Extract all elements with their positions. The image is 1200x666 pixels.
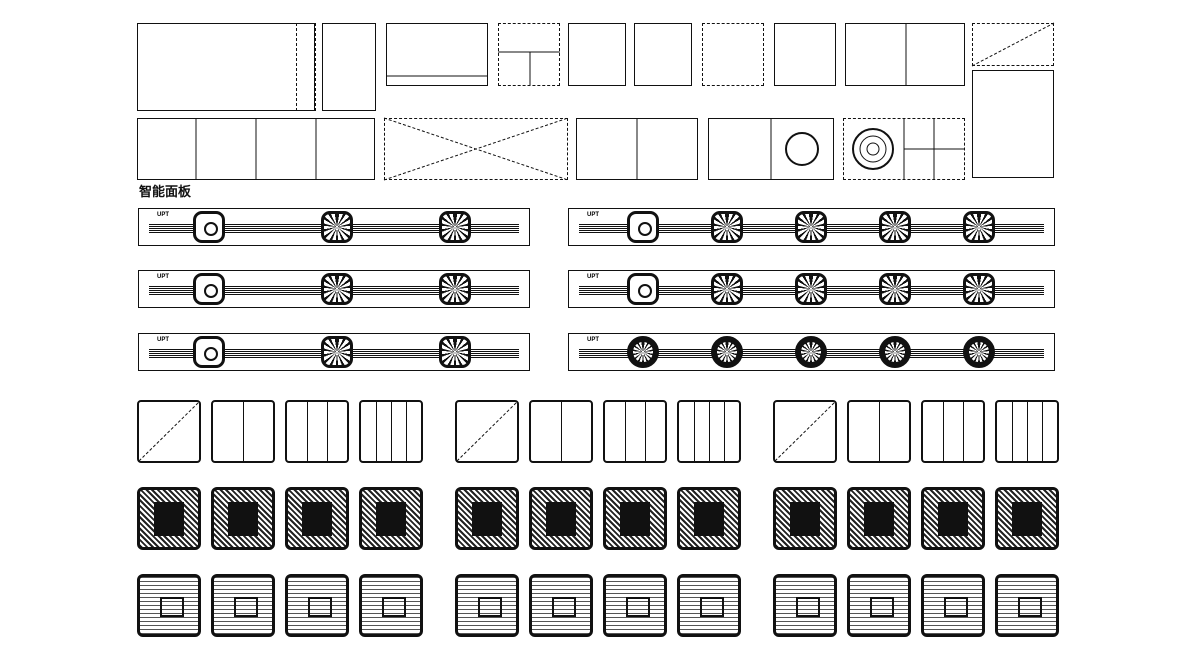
switch-knob-icon bbox=[321, 211, 353, 243]
panel-label: UPT bbox=[587, 212, 599, 218]
switch-knob-icon bbox=[439, 336, 471, 368]
smart-panel: UPT bbox=[138, 333, 530, 371]
panel-label: UPT bbox=[157, 212, 169, 218]
switch-module bbox=[359, 487, 423, 550]
switch-module bbox=[603, 487, 667, 550]
smart-panel: UPT bbox=[568, 208, 1055, 246]
switch-module bbox=[455, 400, 519, 463]
switch-knob-icon bbox=[963, 336, 995, 368]
switch-knob-icon bbox=[439, 211, 471, 243]
cad-block bbox=[498, 23, 560, 86]
switch-module bbox=[995, 574, 1059, 637]
panel-label: UPT bbox=[587, 274, 599, 280]
switch-module bbox=[211, 400, 275, 463]
switch-module bbox=[285, 400, 349, 463]
cad-block bbox=[702, 23, 764, 86]
switch-module bbox=[529, 574, 593, 637]
switch-module bbox=[921, 487, 985, 550]
switch-knob-icon bbox=[193, 273, 225, 305]
switch-module bbox=[285, 574, 349, 637]
switch-module bbox=[359, 400, 423, 463]
switch-module bbox=[359, 574, 423, 637]
cad-block bbox=[386, 23, 488, 86]
switch-module bbox=[137, 487, 201, 550]
switch-module bbox=[455, 487, 519, 550]
switch-module bbox=[773, 574, 837, 637]
switch-module bbox=[137, 400, 201, 463]
switch-knob-icon bbox=[627, 211, 659, 243]
switch-knob-icon bbox=[439, 273, 471, 305]
cad-block bbox=[634, 23, 692, 86]
switch-module bbox=[137, 574, 201, 637]
switch-knob-icon bbox=[879, 211, 911, 243]
switch-module bbox=[677, 574, 741, 637]
switch-module bbox=[603, 400, 667, 463]
smart-panel: UPT bbox=[568, 270, 1055, 308]
switch-module bbox=[847, 574, 911, 637]
smart-panel: UPT bbox=[568, 333, 1055, 371]
switch-module bbox=[211, 487, 275, 550]
switch-module bbox=[677, 400, 741, 463]
cad-block bbox=[296, 23, 316, 111]
cad-block bbox=[972, 70, 1054, 178]
switch-knob-icon bbox=[627, 336, 659, 368]
switch-knob-icon bbox=[193, 211, 225, 243]
cad-block bbox=[384, 118, 568, 180]
switch-module bbox=[773, 400, 837, 463]
switch-knob-icon bbox=[627, 273, 659, 305]
switch-knob-icon bbox=[711, 273, 743, 305]
switch-module bbox=[603, 574, 667, 637]
switch-module bbox=[455, 574, 519, 637]
switch-knob-icon bbox=[321, 273, 353, 305]
cad-block bbox=[774, 23, 836, 86]
switch-module bbox=[529, 487, 593, 550]
switch-knob-icon bbox=[879, 273, 911, 305]
switch-knob-icon bbox=[193, 336, 225, 368]
switch-module bbox=[995, 400, 1059, 463]
panel-label: UPT bbox=[157, 274, 169, 280]
switch-knob-icon bbox=[963, 211, 995, 243]
cad-block bbox=[972, 23, 1054, 66]
switch-knob-icon bbox=[795, 211, 827, 243]
cad-block bbox=[137, 23, 315, 111]
switch-knob-icon bbox=[963, 273, 995, 305]
panel-label: UPT bbox=[157, 337, 169, 343]
switch-module bbox=[211, 574, 275, 637]
cad-block bbox=[845, 23, 965, 86]
switch-knob-icon bbox=[795, 336, 827, 368]
switch-module bbox=[285, 487, 349, 550]
switch-module bbox=[847, 400, 911, 463]
switch-knob-icon bbox=[321, 336, 353, 368]
section-title: 智能面板 bbox=[139, 184, 192, 199]
switch-module bbox=[529, 400, 593, 463]
cad-block bbox=[322, 23, 376, 111]
switch-module bbox=[921, 400, 985, 463]
switch-knob-icon bbox=[711, 336, 743, 368]
switch-module bbox=[773, 487, 837, 550]
smart-panel: UPT bbox=[138, 208, 530, 246]
switch-knob-icon bbox=[879, 336, 911, 368]
switch-module bbox=[995, 487, 1059, 550]
panel-label: UPT bbox=[587, 337, 599, 343]
smart-panel: UPT bbox=[138, 270, 530, 308]
switch-module bbox=[921, 574, 985, 637]
switch-module bbox=[677, 487, 741, 550]
switch-knob-icon bbox=[711, 211, 743, 243]
cad-block bbox=[568, 23, 626, 86]
switch-knob-icon bbox=[795, 273, 827, 305]
switch-module bbox=[847, 487, 911, 550]
